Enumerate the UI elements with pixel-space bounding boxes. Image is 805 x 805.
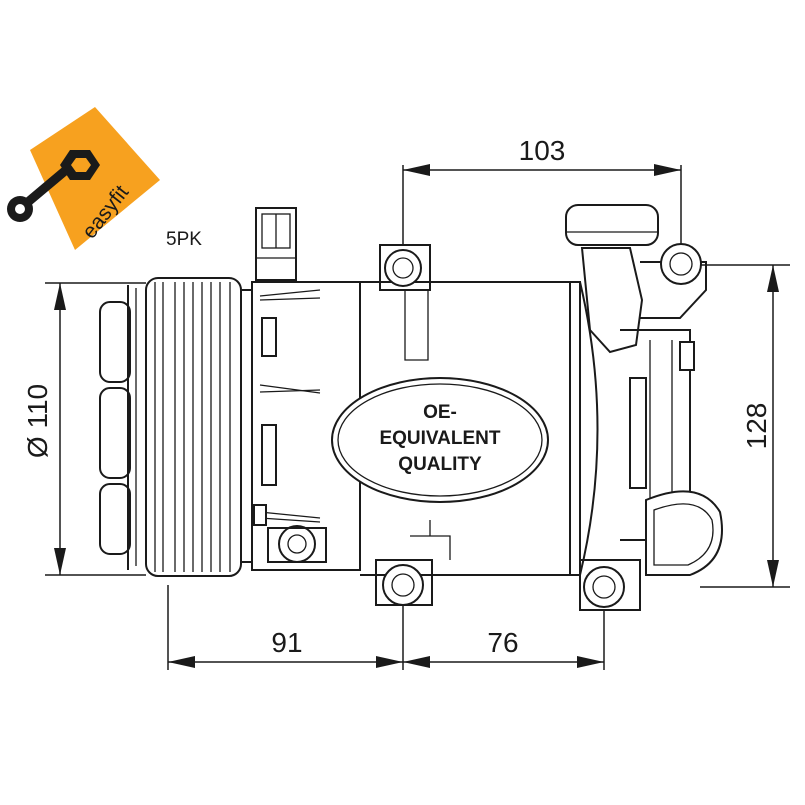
oval-line-3: QUALITY <box>398 454 482 475</box>
dim-height-label: 128 <box>741 403 772 450</box>
dim-front-length: 91 <box>167 585 404 670</box>
dim-pulley-diameter-label: Ø 110 <box>22 384 53 458</box>
front-housing <box>251 207 361 571</box>
pulley <box>99 277 252 577</box>
rear-head <box>565 204 723 611</box>
dim-pulley-diameter: Ø 110 <box>22 282 146 576</box>
wrench-icon <box>7 150 100 222</box>
dim-top-width: 103 <box>402 135 682 245</box>
belt-label: 5PK <box>166 229 202 250</box>
oe-quality-oval: OE- EQUIVALENT QUALITY <box>331 377 549 503</box>
dim-mount-length-label: 76 <box>487 627 518 658</box>
compressor-body <box>360 244 599 606</box>
oval-line-2: EQUIVALENT <box>379 428 500 449</box>
dim-top-width-label: 103 <box>519 135 566 166</box>
easyfit-badge: easyfit <box>7 107 160 250</box>
dim-front-length-label: 91 <box>271 627 302 658</box>
dim-height: 128 <box>700 264 790 588</box>
oval-line-1: OE- <box>423 402 457 423</box>
dim-mount-length: 76 <box>403 610 605 670</box>
